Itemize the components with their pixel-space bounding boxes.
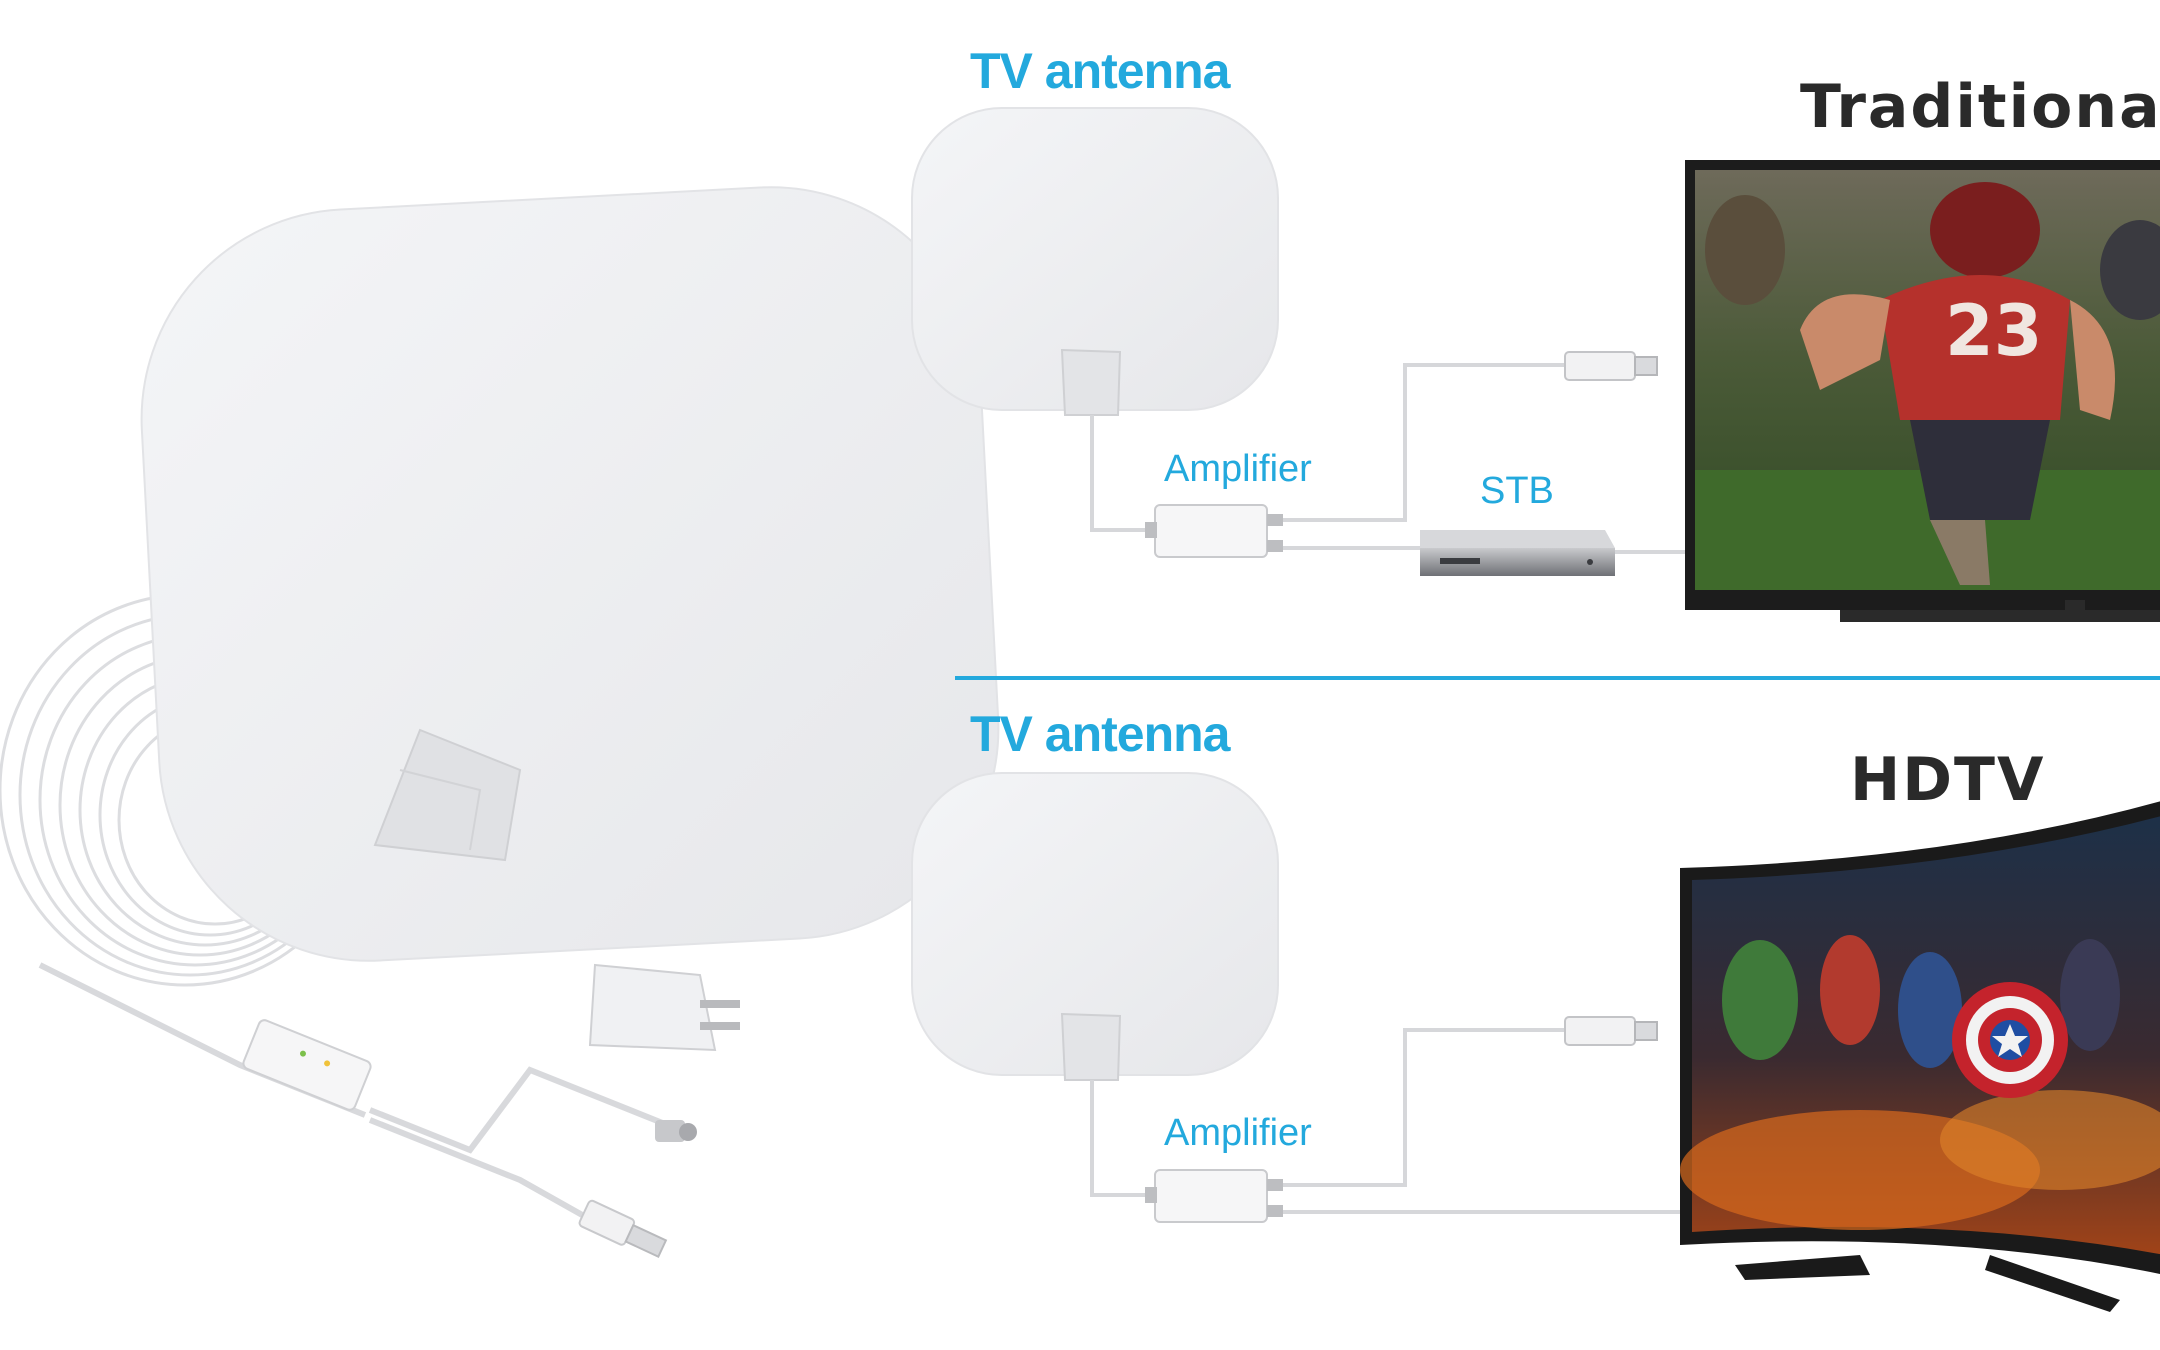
- product-photo: [0, 186, 1000, 1259]
- amplifier-label-bottom: Amplifier: [1164, 1112, 1312, 1154]
- antenna-connector: [1060, 1012, 1122, 1081]
- coax-connector-icon: [655, 1120, 697, 1142]
- antenna-connector: [373, 728, 522, 862]
- svg-text:23: 23: [1945, 290, 2042, 372]
- tv-antenna-label-top: TV antenna: [970, 43, 1230, 99]
- flat-antenna-icon: [140, 186, 1000, 962]
- amplifier-box-icon: [1145, 1169, 1283, 1223]
- traditional-heading: Traditional: [1800, 72, 2160, 142]
- hdtv-heading: HDTV: [1850, 745, 2046, 815]
- amplifier-label-top: Amplifier: [1164, 448, 1312, 490]
- antenna-connector: [1060, 348, 1122, 416]
- television-icon: [1680, 801, 2160, 1312]
- amplifier-box-icon: [1145, 504, 1283, 558]
- usb-plug-icon: [1564, 351, 1658, 381]
- stb-label: STB: [1480, 470, 1554, 512]
- usb-plug-icon: [1564, 1016, 1658, 1046]
- traditional-setup: 23: [911, 107, 2160, 622]
- power-adapter-icon: [588, 963, 740, 1052]
- amplifier-box-icon: [242, 1019, 372, 1111]
- usb-plug-icon: [578, 1199, 668, 1259]
- television-icon: 23: [1685, 160, 2160, 622]
- hdtv-setup: [911, 772, 2160, 1312]
- tv-antenna-label-bottom: TV antenna: [970, 706, 1230, 762]
- set-top-box-icon: [1420, 530, 1615, 576]
